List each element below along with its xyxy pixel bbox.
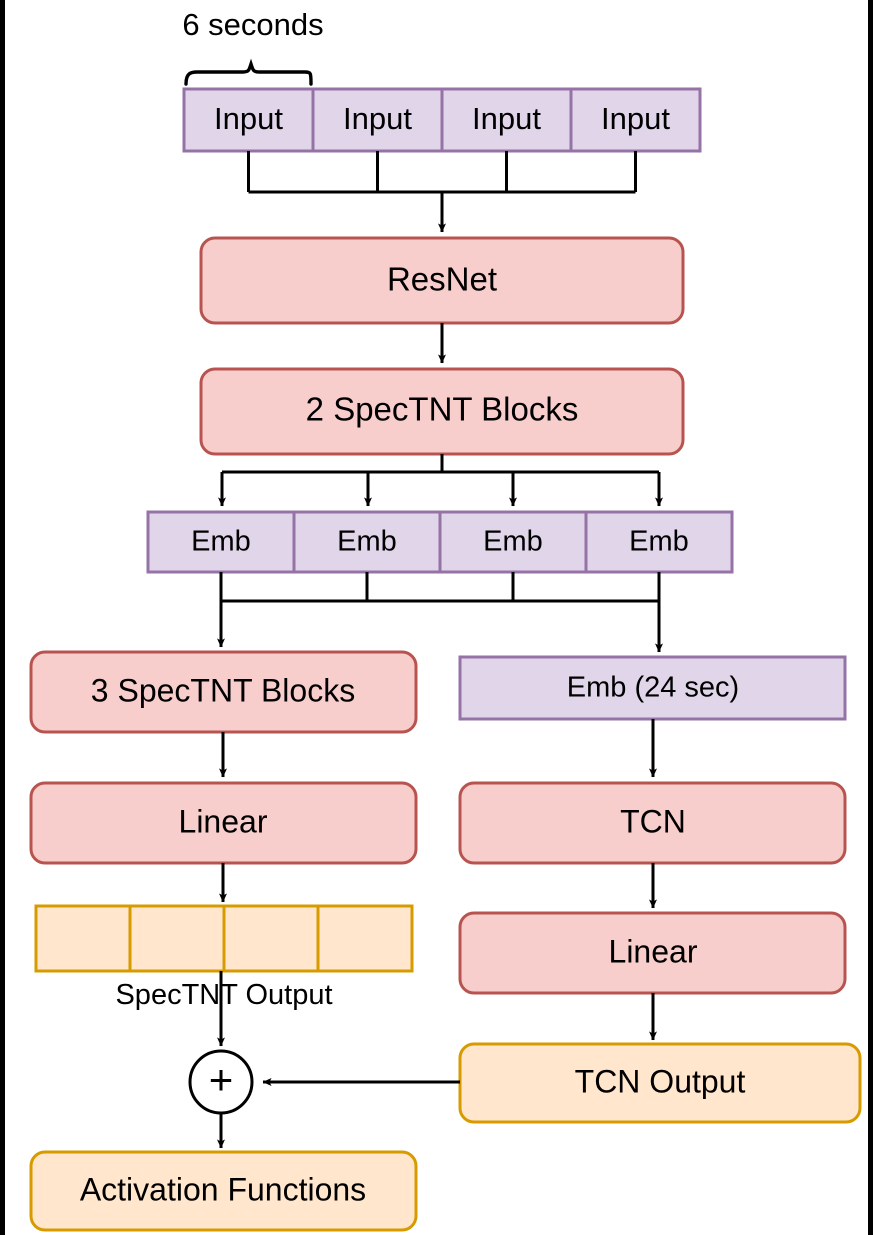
emb-row: Emb Emb Emb Emb [146, 510, 734, 574]
emb-bus-connector [219, 572, 661, 603]
activation-functions-block[interactable]: Activation Functions [29, 1150, 418, 1232]
input-cell-1-label: Input [214, 101, 283, 136]
spectnt3-label: 3 SpecTNT Blocks [91, 672, 355, 708]
input-cell-3-label: Input [472, 101, 541, 136]
linear-right-label: Linear [609, 933, 698, 969]
spectnt-output-caption: SpecTNT Output [115, 979, 332, 1011]
input-cell-2-label: Input [343, 101, 412, 136]
emb24-block[interactable]: Emb (24 sec) [458, 655, 847, 721]
input-row: Input Input Input Input [182, 87, 702, 153]
emb-cell-4[interactable] [584, 510, 734, 574]
sum-node[interactable]: + [188, 1049, 254, 1115]
spectnt-output-cell-4[interactable] [316, 904, 414, 973]
brace-label: 6 seconds [182, 7, 323, 42]
emb-cell-3-label: Emb [483, 526, 543, 558]
input-cell-4[interactable] [569, 87, 702, 153]
emb-cell-1-label: Emb [191, 526, 251, 558]
spectnt-output-cell-1[interactable] [34, 904, 132, 973]
spectnt2-label: 2 SpecTNT Blocks [306, 391, 579, 428]
spectnt-output-row [34, 904, 414, 973]
brace-icon [184, 58, 313, 86]
tcn-output-label: TCN Output [575, 1063, 746, 1099]
emb-cell-2[interactable] [292, 510, 442, 574]
resnet-block[interactable]: ResNet [199, 236, 685, 325]
spectnt2-to-emb-connector [222, 454, 659, 474]
emb24-label: Emb (24 sec) [567, 672, 739, 704]
input-cell-1[interactable] [182, 87, 315, 153]
emb24-box[interactable] [458, 655, 847, 721]
resnet-label: ResNet [387, 261, 497, 298]
input-to-resnet-connector [247, 151, 637, 194]
spectnt-output-cell-2[interactable] [128, 904, 226, 973]
linear-left-block[interactable]: Linear [29, 781, 418, 865]
emb-cell-2-label: Emb [337, 526, 397, 558]
tcn-label: TCN [620, 803, 686, 839]
diagram-canvas: 6 seconds Input Input Input Input [5, 0, 868, 1235]
linear-right-block[interactable]: Linear [458, 911, 847, 995]
spectnt3-block[interactable]: 3 SpecTNT Blocks [29, 650, 418, 734]
activation-functions-label: Activation Functions [80, 1171, 366, 1207]
emb-fanout-arrows [218, 472, 663, 507]
tcn-output-block[interactable]: TCN Output [458, 1042, 862, 1124]
tcn-block[interactable]: TCN [458, 781, 847, 865]
spectnt2-block[interactable]: 2 SpecTNT Blocks [199, 367, 685, 456]
architecture-diagram-svg: 6 seconds Input Input Input Input [29, 7, 862, 1232]
linear-left-label: Linear [179, 803, 268, 839]
sum-symbol: + [209, 1056, 234, 1103]
input-cell-4-label: Input [601, 101, 670, 136]
emb-cell-3[interactable] [438, 510, 588, 574]
activation-functions-box[interactable] [29, 1150, 418, 1232]
emb-cell-4-label: Emb [629, 526, 689, 558]
spectnt-output-cell-3[interactable] [222, 904, 320, 973]
